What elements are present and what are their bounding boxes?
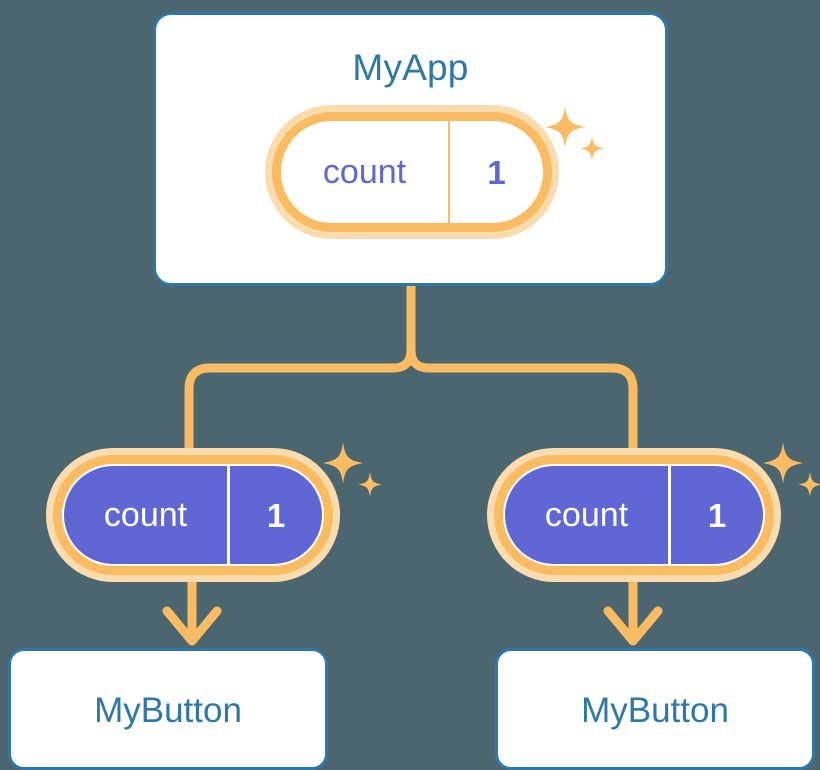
page-title: MyApp: [352, 47, 469, 88]
arrow-down-head-right: [603, 606, 663, 646]
state-pill-value-right: 1: [707, 496, 727, 534]
sparkle-four-point-large-icon: [323, 442, 363, 484]
sparkle-four-point-large-icon: [545, 106, 585, 148]
state-pill-ring-left: [53, 455, 333, 575]
state-pill-left[interactable]: count 1: [62, 464, 324, 566]
state-pill-root[interactable]: count 1: [281, 121, 543, 223]
sparkle-four-point-small-icon: [358, 472, 382, 497]
state-pill-value-root: 1: [487, 153, 506, 191]
sparkle-group-right: [763, 442, 820, 497]
arrow-down-head-left: [162, 606, 222, 646]
sparkle-group-left: [323, 442, 382, 497]
sparkle-four-point-small-icon: [580, 136, 604, 161]
button-card-right[interactable]: MyButton: [495, 648, 815, 770]
sparkle-four-point-small-icon: [798, 472, 820, 497]
state-pill-right[interactable]: count 1: [503, 464, 765, 566]
button-card-left[interactable]: MyButton: [8, 648, 328, 770]
state-pill-key-right: count: [544, 496, 629, 534]
tree-branch-connector: [184, 281, 638, 460]
app-card[interactable]: MyApp: [153, 12, 668, 286]
button-card-label-right: MyButton: [581, 691, 729, 730]
state-pill-divider-root: [448, 121, 450, 223]
button-card-label-left: MyButton: [94, 691, 242, 730]
state-pill-divider-left: [227, 466, 230, 564]
state-pill-divider-right: [668, 466, 671, 564]
state-pill-ring-right: [494, 455, 774, 575]
sparkle-group-root: [545, 106, 604, 161]
sparkle-four-point-large-icon: [763, 442, 803, 484]
state-pill-key-root: count: [322, 153, 407, 191]
state-pill-value-left: 1: [266, 496, 286, 534]
state-pill-ring-root: [272, 112, 552, 232]
state-pill-key-left: count: [103, 496, 188, 534]
